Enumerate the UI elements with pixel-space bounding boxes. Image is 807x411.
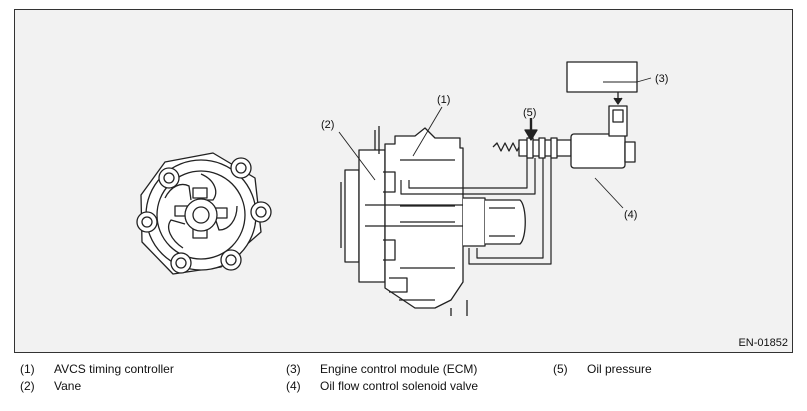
bolt-head-group <box>136 157 272 274</box>
legend-text: Oil pressure <box>587 362 652 376</box>
legend-text: Oil flow control solenoid valve <box>320 379 479 393</box>
engine-control-module <box>566 61 638 105</box>
callout-1: (1) <box>437 94 450 106</box>
figure-code: EN-01852 <box>738 337 788 349</box>
legend-number: (5) <box>553 362 568 376</box>
legend-item: (1) AVCS timing controller <box>20 362 174 376</box>
diagram-frame: (1) (2) (3) (4) (5) EN-01852 <box>14 9 793 353</box>
oil-passages <box>400 158 552 265</box>
legend-number: (4) <box>286 379 301 393</box>
legend-number: (3) <box>286 362 301 376</box>
callout-3: (3) <box>655 73 668 85</box>
callout-5: (5) <box>523 107 536 119</box>
oil-flow-control-solenoid-valve <box>492 105 636 169</box>
legend-text: Engine control module (ECM) <box>320 362 478 376</box>
timing-controller-front-view <box>136 152 272 275</box>
avcs-diagram: (1) (2) (3) (4) (5) <box>136 61 668 316</box>
legend-number: (1) <box>20 362 35 376</box>
timing-controller-section-view <box>340 126 526 316</box>
legend-text: Vane <box>54 379 82 393</box>
legend-item: (3) Engine control module (ECM) <box>286 362 477 376</box>
callout-2: (2) <box>321 119 334 131</box>
legend-item: (4) Oil flow control solenoid valve <box>286 379 478 393</box>
legend-item: (5) Oil pressure <box>553 362 652 376</box>
oil-pressure-arrow <box>524 118 538 141</box>
leader-lines <box>338 77 652 209</box>
legend-item: (2) Vane <box>20 379 81 393</box>
legend-text: AVCS timing controller <box>54 362 174 376</box>
callout-4: (4) <box>624 209 637 221</box>
legend-number: (2) <box>20 379 35 393</box>
